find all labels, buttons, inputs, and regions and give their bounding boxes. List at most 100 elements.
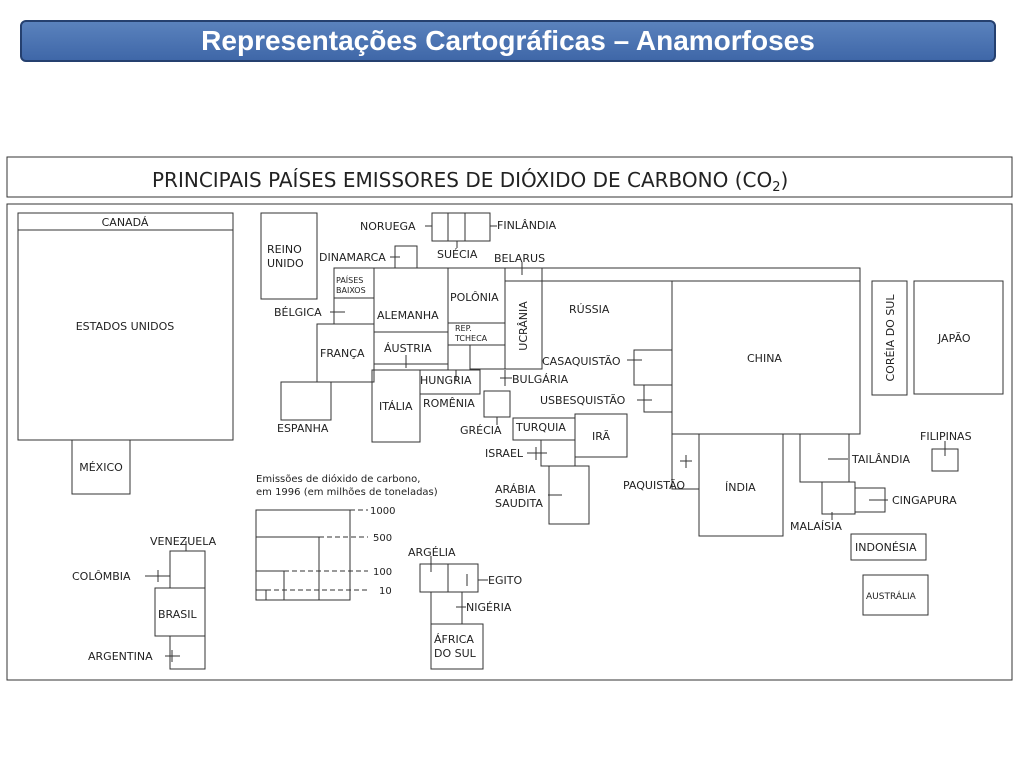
label-hungria: HUNGRIA	[420, 374, 472, 387]
slide-title: Representações Cartográficas – Anamorfos…	[20, 20, 996, 62]
legend-value-100: 100	[373, 567, 392, 578]
label-rep-tcheca-1: REP.	[455, 324, 472, 333]
label-china: CHINA	[747, 352, 782, 365]
ira-box	[574, 413, 628, 458]
legend-square-100	[255, 570, 285, 601]
label-canada: CANADÁ	[102, 216, 149, 229]
label-finlandia: FINLÂNDIA	[497, 219, 557, 232]
label-africa-sul-1: ÁFRICA	[434, 633, 474, 646]
label-franca: FRANÇA	[320, 347, 365, 360]
legend-square-1000	[255, 509, 351, 601]
label-reino-unido-1: REINO	[267, 243, 302, 256]
label-grecia: GRÉCIA	[460, 424, 502, 437]
label-suecia: SUÉCIA	[437, 248, 478, 261]
label-brasil: BRASIL	[158, 608, 197, 621]
label-argentina: ARGENTINA	[88, 650, 153, 663]
reino-unido-box	[260, 212, 318, 300]
venezuela-box	[169, 550, 206, 589]
label-ucrania: UCRÂNIA	[517, 301, 530, 351]
label-mexico: MÉXICO	[79, 461, 123, 474]
label-dinamarca: DINAMARCA	[319, 251, 386, 264]
russia-box	[541, 267, 861, 282]
romenia-box	[419, 369, 481, 395]
india-box	[698, 433, 784, 537]
slovakia-strip	[373, 363, 449, 371]
belarus-box	[504, 267, 543, 282]
indonesia-box	[850, 533, 927, 561]
grecia-box	[483, 390, 511, 418]
map-title-frame	[6, 156, 1013, 198]
label-coreia-sul: CORÉIA DO SUL	[884, 294, 897, 382]
label-filipinas: FILIPINAS	[920, 430, 972, 443]
label-usbesquistao: USBESQUISTÃO	[540, 394, 626, 407]
usbesquistao-box	[643, 384, 673, 413]
label-bulgaria: BULGÁRIA	[512, 373, 569, 386]
usa-box	[17, 229, 234, 441]
italia-box	[371, 369, 421, 443]
label-cingapura: CINGAPURA	[892, 494, 957, 507]
map-title: PRINCIPAIS PAÍSES EMISSORES DE DIÓXIDO D…	[152, 168, 788, 195]
label-argelia: ARGÉLIA	[408, 546, 456, 559]
casaquistao-box	[633, 349, 673, 386]
finlandia-box	[464, 212, 491, 242]
label-noruega: NORUEGA	[360, 220, 416, 233]
legend-square-10	[255, 589, 267, 601]
label-israel: ISRAEL	[485, 447, 524, 460]
mexico-box	[71, 439, 131, 495]
label-paises-baixos-1: PAÍSES	[336, 274, 363, 285]
legend-line-1: Emissões de dióxido de carbono,	[256, 473, 420, 485]
label-colombia: COLÔMBIA	[72, 570, 131, 583]
label-reino-unido-2: UNIDO	[267, 257, 304, 270]
alemanha-box	[373, 267, 449, 333]
legend-value-1000: 1000	[370, 506, 395, 517]
belgica-box	[333, 297, 375, 325]
label-alemanha: ALEMANHA	[377, 309, 439, 322]
label-rep-tcheca-2: TCHECA	[454, 334, 488, 343]
legend-value-500: 500	[373, 533, 392, 544]
legend-square-500	[255, 536, 320, 601]
label-africa-sul-2: DO SUL	[434, 647, 477, 660]
label-turquia: TURQUIA	[515, 421, 566, 434]
label-egito: EGITO	[488, 574, 522, 587]
label-polonia: POLÔNIA	[450, 291, 499, 304]
legend-line-2: em 1996 (em milhões de toneladas)	[256, 487, 438, 498]
malaisia-box	[821, 481, 856, 515]
label-italia: ITÁLIA	[379, 400, 413, 413]
label-indonesia: INDONÉSIA	[855, 541, 917, 554]
label-paises-baixos-2: BAIXOS	[336, 286, 366, 295]
egito-box	[447, 563, 479, 593]
label-japao: JAPÃO	[937, 332, 971, 345]
label-ira: IRÃ	[592, 430, 610, 443]
label-arabia-1: ARÁBIA	[495, 483, 536, 496]
espanha-box	[280, 381, 332, 421]
label-india: ÍNDIA	[725, 481, 756, 494]
label-belarus: BELARUS	[494, 252, 545, 265]
label-romenia: ROMÊNIA	[423, 397, 475, 410]
label-paquistao: PAQUISTÃO	[623, 479, 685, 492]
label-eua: ESTADOS UNIDOS	[76, 320, 175, 333]
label-russia: RÚSSIA	[569, 303, 610, 316]
label-belgica: BÉLGICA	[274, 306, 322, 319]
label-tailandia: TAILÂNDIA	[851, 453, 910, 466]
label-venezuela: VENEZUELA	[150, 535, 217, 548]
hungria-box	[469, 344, 506, 370]
coreia-do-sul-box	[871, 280, 908, 396]
nigeria-box	[430, 591, 463, 625]
label-australia: AUSTRÁLIA	[866, 590, 917, 602]
legend-value-10: 10	[379, 586, 392, 597]
australia-box	[862, 574, 929, 616]
suecia-box	[447, 212, 466, 242]
label-arabia-2: SAUDITA	[495, 497, 543, 510]
tailandia-box	[799, 433, 850, 483]
label-malaisia: MALAÍSIA	[790, 520, 842, 533]
japao-box	[913, 280, 1004, 395]
label-casaquistao: CASAQUISTÃO	[542, 355, 621, 368]
label-nigeria: NIGÉRIA	[466, 601, 512, 614]
argelia-box	[419, 563, 449, 593]
label-austria: ÁUSTRIA	[384, 342, 432, 355]
label-espanha: ESPANHA	[277, 422, 329, 435]
map-frame	[6, 203, 1013, 681]
argentina-box	[169, 635, 206, 670]
africa-do-sul-box	[430, 623, 484, 670]
